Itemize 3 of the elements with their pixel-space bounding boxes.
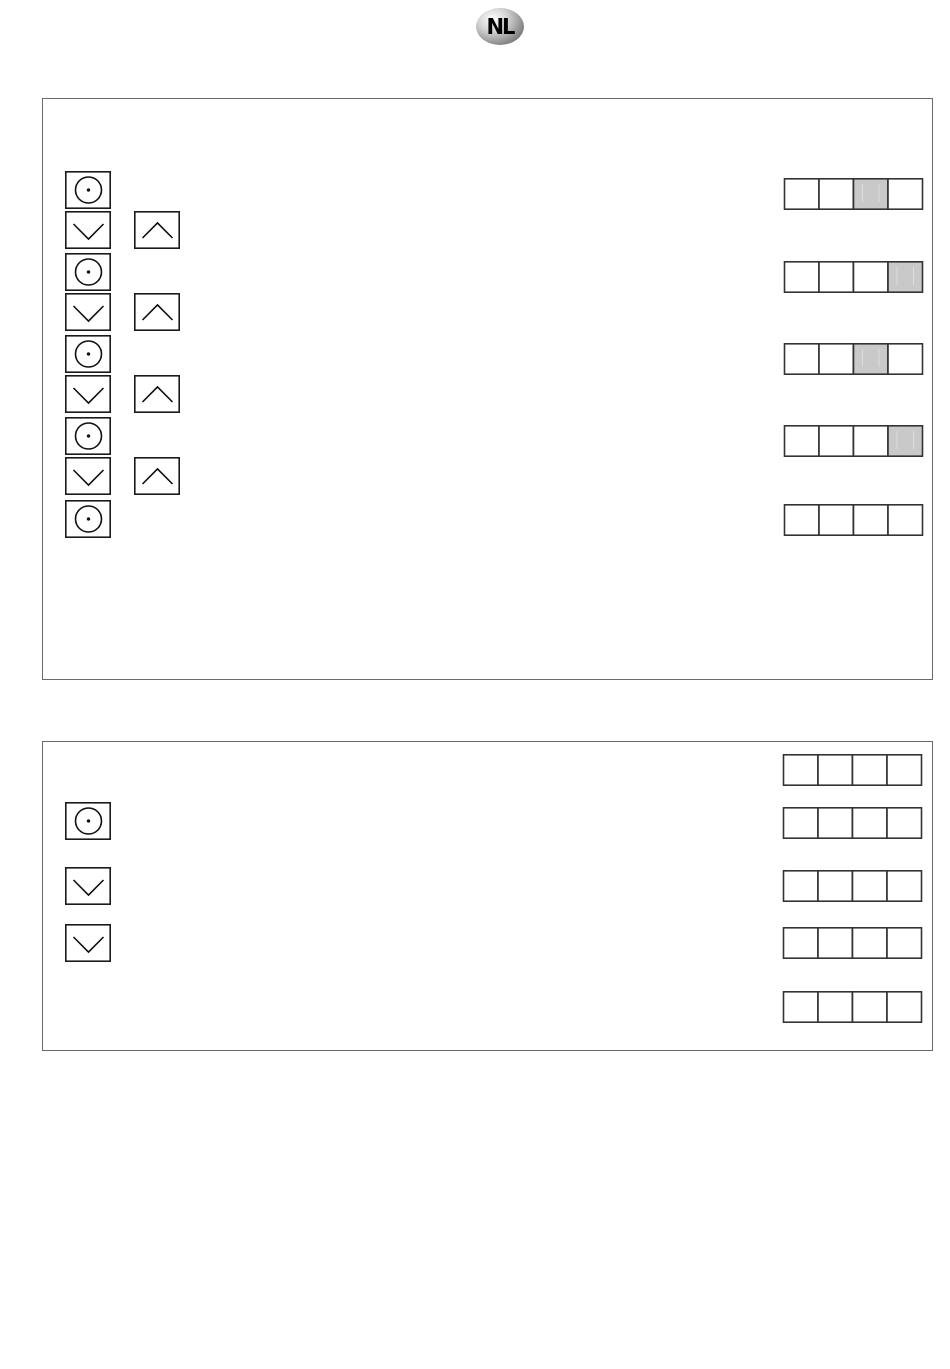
language-badge: NL <box>476 8 524 45</box>
instruction-panel <box>42 741 933 1051</box>
instruction-panel <box>42 98 933 680</box>
